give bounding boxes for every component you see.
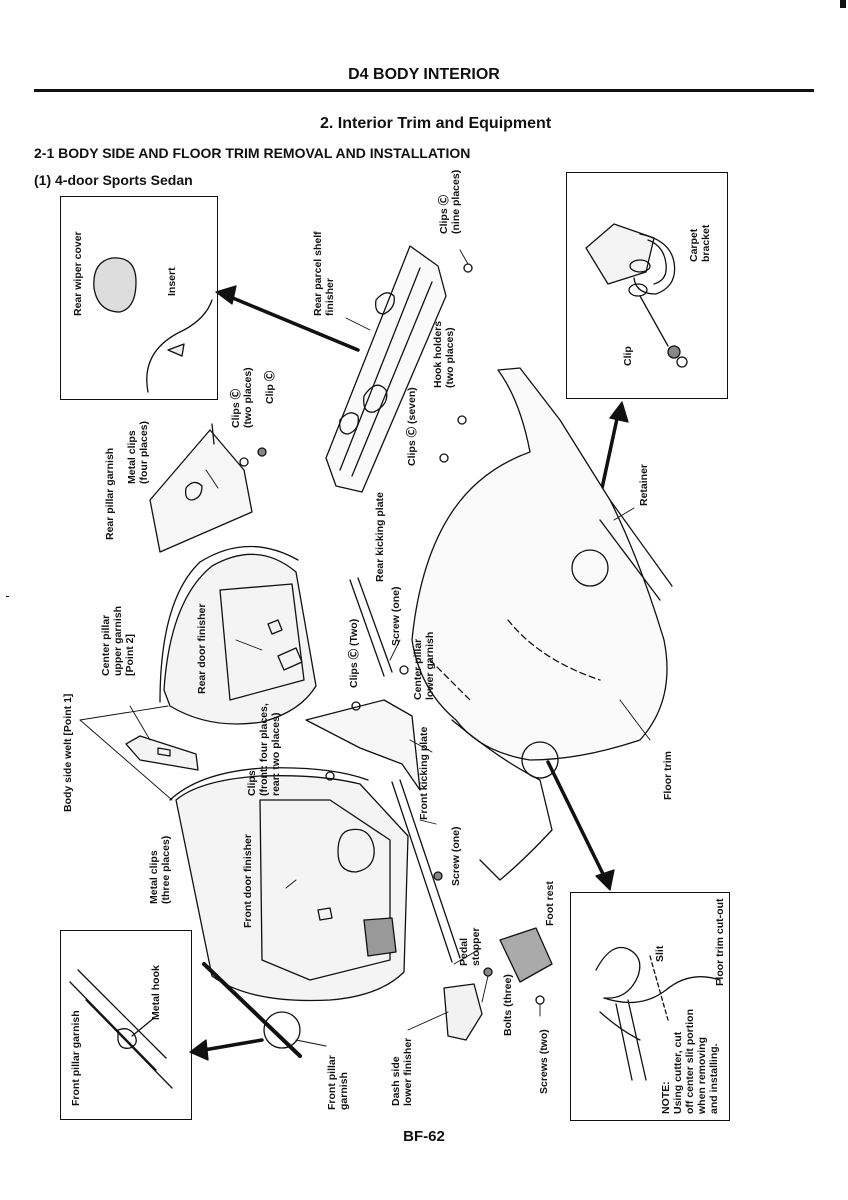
label-foot-rest: Foot rest	[544, 881, 556, 926]
label-clips-two: Clips Ⓒ (Two)	[348, 618, 360, 688]
label-retainer: Retainer	[638, 463, 650, 506]
carpet-bracket-part	[585, 223, 688, 368]
label-clips-seven: Clips Ⓒ (seven)	[406, 387, 418, 466]
rear-pillar-garnish-part	[149, 423, 267, 553]
kicking-plates-part	[305, 577, 461, 963]
rear-parcel-shelf-part	[325, 245, 447, 493]
label-rear-wiper-cover: Rear wiper cover	[72, 231, 84, 316]
label-screws-two: Screws (two)	[538, 1029, 550, 1094]
inset-front-pillar-metal-hook	[60, 930, 192, 1120]
label-front-door-finisher: Front door finisher	[242, 834, 254, 928]
label-screw-one-lower: Screw (one)	[450, 826, 462, 886]
dash-foot-rest-part	[433, 871, 553, 1041]
inset-carpet-bracket-clip	[566, 172, 728, 399]
front-door-finisher-part	[169, 767, 409, 1002]
center-pillar-upper-part	[125, 735, 199, 771]
page-corner-mark	[840, 0, 846, 8]
section-header: D4 BODY INTERIOR	[348, 66, 500, 83]
label-front-pillar-garnish-inset: Front pillar garnish	[70, 1010, 82, 1106]
label-rear-kicking-plate: Rear kicking plate	[374, 492, 386, 582]
rear-door-finisher-part	[159, 545, 317, 725]
label-metal-clips-four: Metal clips(four places)	[126, 420, 150, 484]
label-floor-trim: Floor trim	[662, 751, 674, 800]
label-clip-inset: Clip	[622, 346, 634, 366]
front-pillar-hook-part	[69, 969, 173, 1089]
label-bolts-three: Bolts (three)	[502, 974, 514, 1036]
label-slit: Slit	[654, 945, 666, 962]
inset-floor-trim-cutout	[570, 892, 730, 1121]
label-clips-two-places: Clips Ⓒ(two places)	[230, 367, 254, 428]
header-rule	[34, 89, 814, 92]
label-front-kicking-plate: Front kicking plate	[418, 726, 430, 820]
label-metal-hook: Metal hook	[150, 965, 162, 1020]
margin-mark	[6, 596, 9, 597]
page-number: BF-62	[403, 1128, 445, 1145]
floor-trim-part	[411, 367, 673, 881]
label-screw-one-upper: Screw (one)	[390, 586, 402, 646]
label-hook-holders: Hook holders(two places)	[432, 320, 456, 388]
label-floor-trim-cutout: Floor trim cut-out	[714, 898, 726, 987]
label-clips-front-rear: Clips(front: four places,rear: two place…	[246, 703, 282, 796]
inset-rear-wiper-cover	[60, 196, 218, 400]
label-rear-door-finisher: Rear door finisher	[196, 603, 208, 694]
leader-lines	[79, 249, 651, 1047]
label-clips-nine-places: Clips Ⓒ(nine places)	[438, 169, 462, 234]
front-pillar-garnish-part	[202, 962, 302, 1058]
rear-wiper-cover-part	[93, 257, 213, 393]
callout-arrows	[189, 285, 629, 1061]
label-metal-clips-three: Metal clips(three places)	[148, 835, 172, 904]
label-clip-single: Clip Ⓒ	[264, 370, 276, 404]
model-title: (1) 4-door Sports Sedan	[34, 172, 193, 188]
subsection-title: 2-1 BODY SIDE AND FLOOR TRIM REMOVAL AND…	[34, 145, 471, 161]
label-body-side-welt: Body side welt [Point 1]	[62, 693, 74, 812]
floor-trim-cutout-part	[595, 946, 721, 1081]
label-insert: Insert	[166, 267, 178, 296]
page-title: 2. Interior Trim and Equipment	[320, 115, 552, 132]
label-rear-pillar-garnish: Rear pillar garnish	[104, 447, 116, 540]
